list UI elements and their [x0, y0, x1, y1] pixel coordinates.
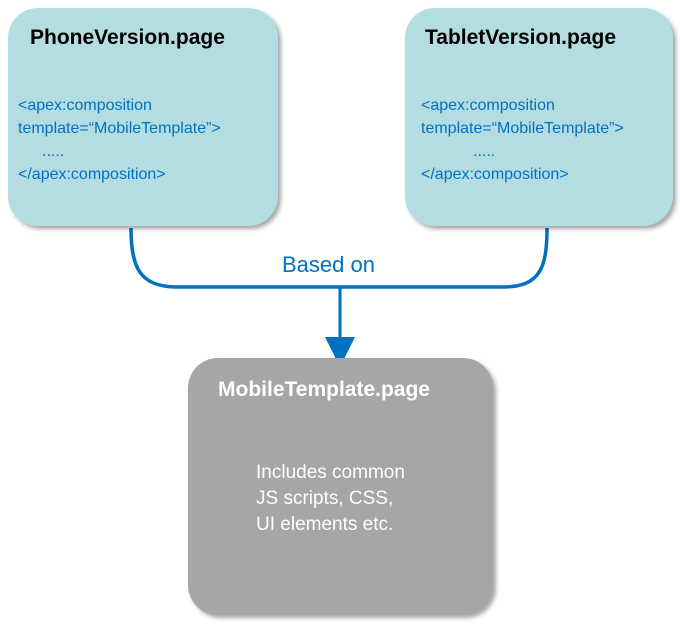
mobile-template-title: MobileTemplate.page — [218, 378, 430, 401]
tablet-version-box: TabletVersion.page <apex:composition tem… — [405, 8, 673, 226]
code-line: template=“MobileTemplate”> — [18, 120, 221, 137]
code-line: <apex:composition — [18, 97, 152, 114]
mobile-template-box: MobileTemplate.page Includes common JS s… — [188, 358, 493, 615]
description-line: UI elements etc. — [256, 514, 394, 535]
code-line: <apex:composition — [421, 97, 555, 114]
based-on-label: Based on — [282, 252, 375, 277]
phone-version-title: PhoneVersion.page — [30, 26, 225, 49]
phone-version-box: PhoneVersion.page <apex:composition temp… — [8, 8, 278, 226]
code-line: template=“MobileTemplate”> — [421, 120, 624, 137]
code-line: ..... — [473, 143, 496, 160]
mobile-template-description: Includes common JS scripts, CSS, UI elem… — [256, 460, 405, 538]
description-line: Includes common — [256, 462, 405, 483]
code-line: </apex:composition> — [18, 166, 166, 183]
code-line: </apex:composition> — [421, 166, 569, 183]
phone-version-code: <apex:composition template=“MobileTempla… — [18, 94, 221, 186]
code-line: ..... — [42, 143, 65, 160]
description-line: JS scripts, CSS, — [256, 488, 394, 509]
tablet-version-title: TabletVersion.page — [425, 26, 616, 49]
tablet-version-code: <apex:composition template=“MobileTempla… — [421, 94, 624, 186]
